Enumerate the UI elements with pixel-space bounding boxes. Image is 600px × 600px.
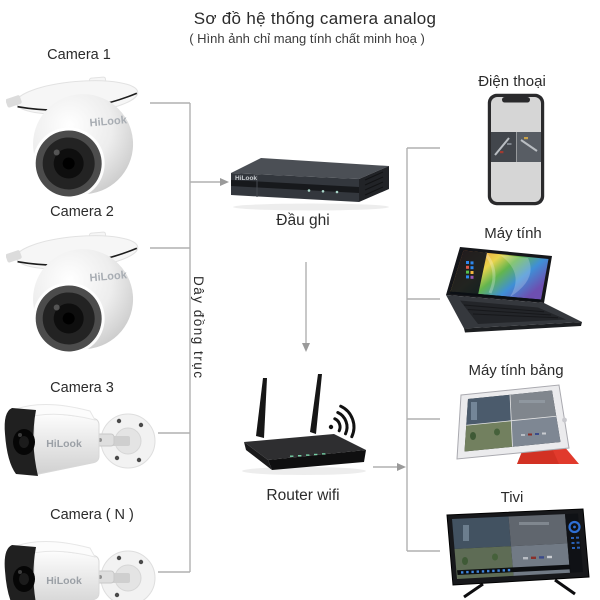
dome-camera-1-icon: HiLook xyxy=(6,76,139,200)
antenna-left xyxy=(256,378,267,438)
page-title: Sơ đồ hệ thống camera analog xyxy=(193,9,437,28)
tv-icon xyxy=(446,508,590,599)
coax-cable-label: Dây đồng trục xyxy=(191,276,206,380)
camera-3-label: Camera 3 xyxy=(50,380,114,396)
brand-text: HiLook xyxy=(46,575,82,587)
router-icon xyxy=(242,374,366,475)
brand-text: HiLook xyxy=(46,438,82,450)
arrowhead-router-icon xyxy=(302,343,310,352)
bullet-camera-3-icon: HiLook xyxy=(4,403,156,476)
bullet-camera-n-icon: HiLook xyxy=(4,540,156,600)
phone-icon xyxy=(487,93,545,206)
arrowhead-dvr-icon xyxy=(220,178,229,186)
wifi-signal-icon xyxy=(328,404,356,439)
laptop-icon xyxy=(446,247,582,333)
brand-text: HiLook xyxy=(89,269,128,284)
tv-label: Tivi xyxy=(500,489,524,506)
camera-n-label: Camera ( N ) xyxy=(50,507,134,523)
camera-2-label: Camera 2 xyxy=(50,204,114,220)
phone-label: Điện thoại xyxy=(478,73,546,90)
brand-text: HiLook xyxy=(235,175,257,182)
tablet-label: Máy tính bảng xyxy=(468,362,564,379)
antenna-right xyxy=(310,374,322,434)
brand-text: HiLook xyxy=(89,114,128,129)
page-subtitle: ( Hình ảnh chỉ mang tính chất minh hoạ ) xyxy=(189,31,425,46)
router-label: Router wifi xyxy=(266,487,340,504)
dome-camera-2-icon: HiLook xyxy=(6,231,139,355)
dvr-label: Đầu ghi xyxy=(276,212,330,229)
arrowhead-bus-icon xyxy=(397,463,406,471)
camera-1-label: Camera 1 xyxy=(47,47,111,63)
tablet-icon xyxy=(456,384,579,464)
laptop-label: Máy tính xyxy=(484,225,542,242)
dvr-icon: HiLook xyxy=(231,158,389,211)
